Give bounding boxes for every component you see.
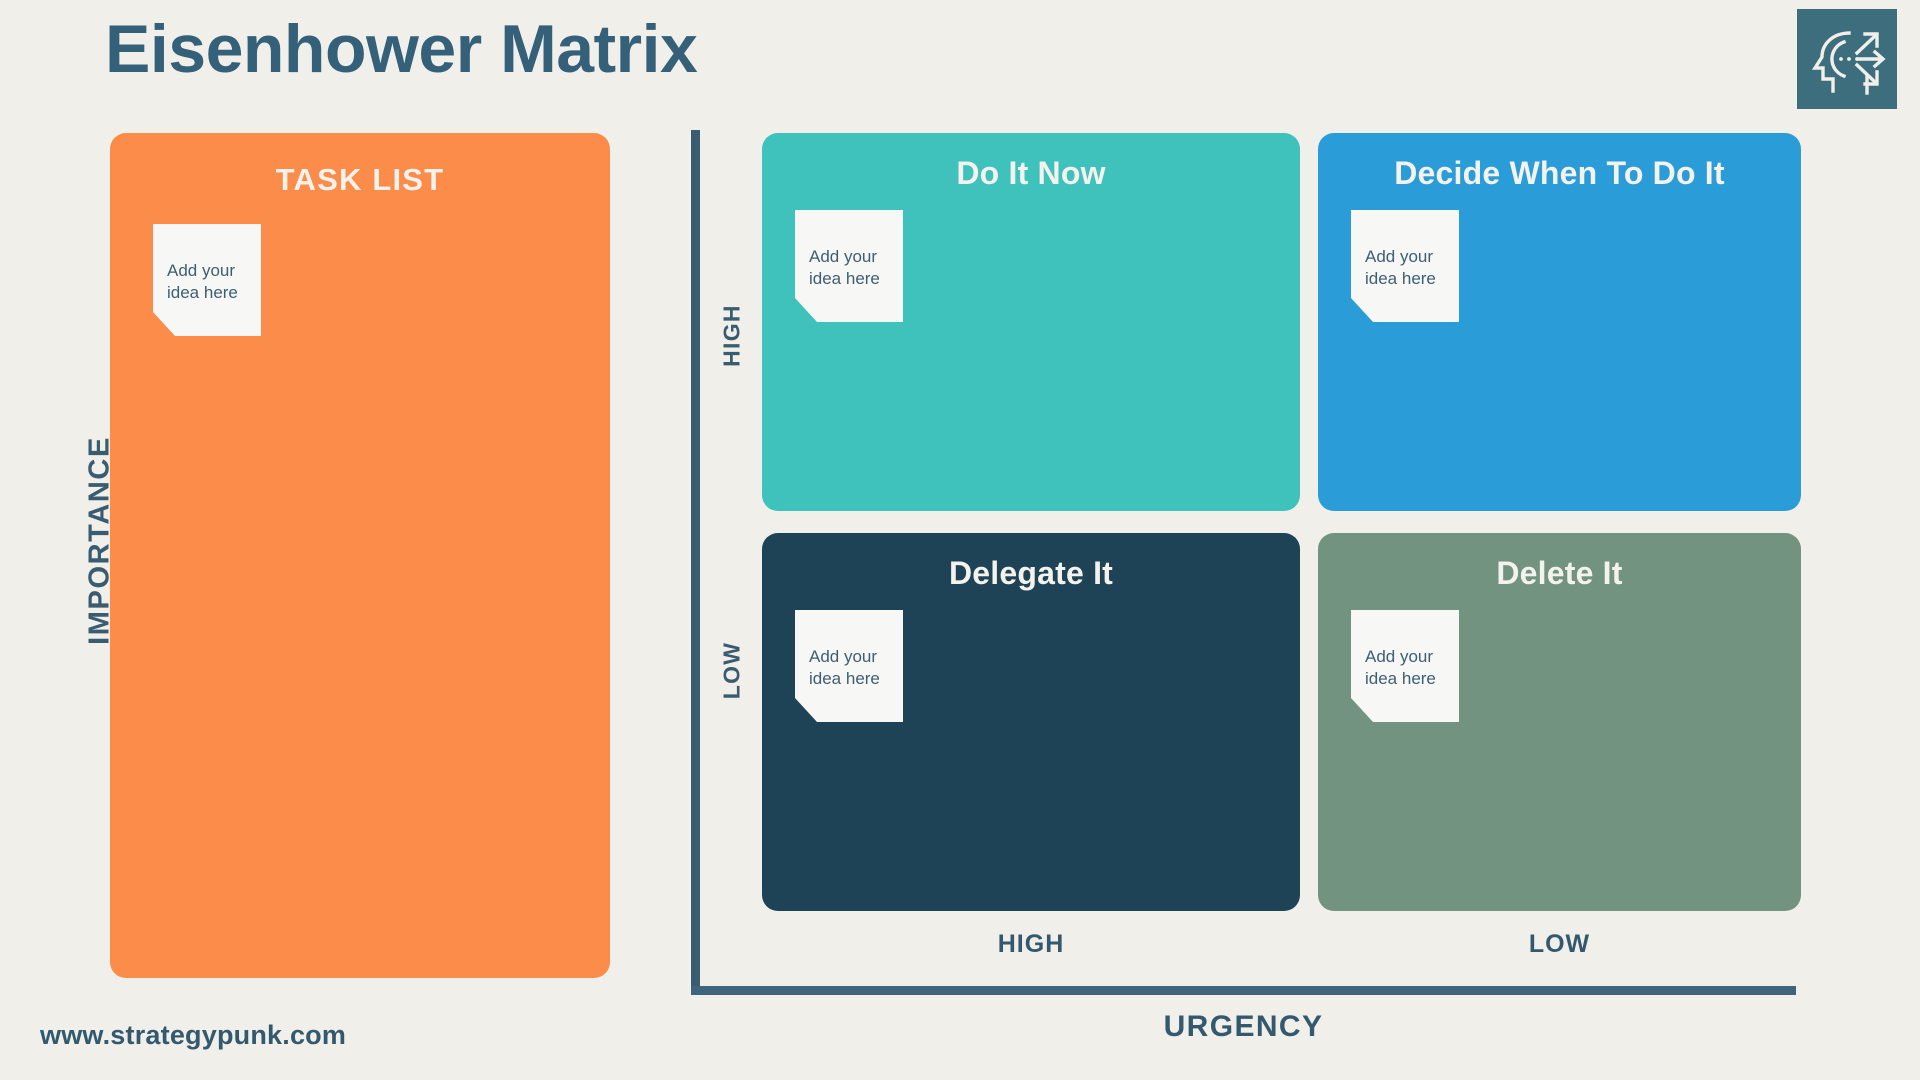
urgency-high-label: HIGH — [997, 930, 1065, 958]
sticky-note[interactable]: Add your idea here — [795, 210, 903, 322]
sticky-note[interactable]: Add your idea here — [1351, 610, 1459, 722]
quadrant-title: Delete It — [1496, 555, 1623, 591]
quadrant-title: Do It Now — [956, 155, 1106, 191]
importance-axis-line — [691, 130, 700, 995]
task-list-title: TASK LIST — [275, 162, 445, 197]
urgency-axis-line — [691, 986, 1796, 995]
sticky-note-text: Add your idea here — [1365, 647, 1436, 689]
importance-axis-label: IMPORTANCE — [83, 436, 116, 645]
quadrant-delegate-it[interactable]: Delegate It Add your idea here — [762, 533, 1300, 911]
footer-url[interactable]: www.strategypunk.com — [40, 1020, 347, 1050]
sticky-note[interactable]: Add your idea here — [1351, 210, 1459, 322]
urgency-low-label: LOW — [1528, 930, 1591, 958]
quadrant-title: Decide When To Do It — [1394, 155, 1725, 191]
quadrant-title: Delegate It — [948, 555, 1114, 591]
urgency-axis-label: URGENCY — [1163, 1010, 1324, 1043]
sticky-note-text: Add your idea here — [167, 261, 238, 303]
sticky-note-text: Add your idea here — [809, 647, 880, 689]
sticky-note[interactable]: Add your idea here — [153, 224, 261, 336]
importance-low-label: LOW — [718, 641, 745, 700]
sticky-note-text: Add your idea here — [1365, 247, 1436, 289]
quadrant-do-it-now[interactable]: Do It Now Add your idea here — [762, 133, 1300, 511]
quadrant-delete-it[interactable]: Delete It Add your idea here — [1318, 533, 1801, 911]
importance-high-label: HIGH — [718, 304, 745, 367]
page-title: Eisenhower Matrix — [105, 11, 698, 87]
sticky-note-text: Add your idea here — [809, 247, 880, 289]
strategypunk-logo — [1797, 9, 1897, 109]
sticky-note[interactable]: Add your idea here — [795, 610, 903, 722]
head-arrows-icon — [1811, 31, 1886, 95]
task-list-panel[interactable]: TASK LIST Add your idea here — [110, 133, 610, 978]
quadrant-decide-when-to-do-it[interactable]: Decide When To Do It Add your idea here — [1318, 133, 1801, 511]
